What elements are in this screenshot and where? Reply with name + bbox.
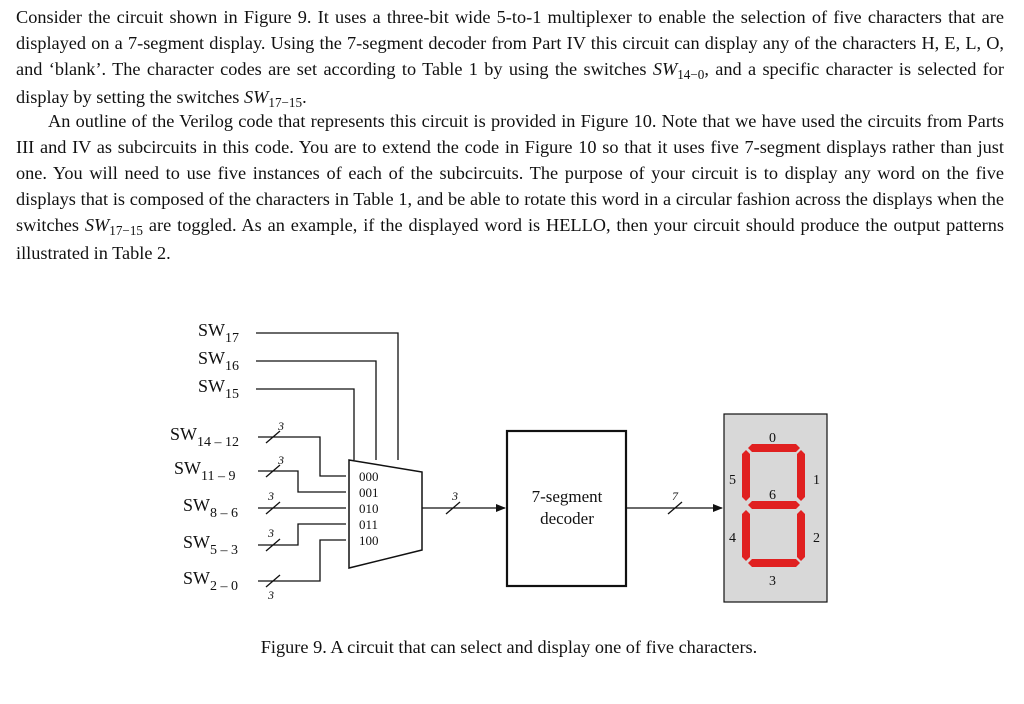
segment-2 <box>797 510 805 561</box>
mux-code: 000 <box>359 469 379 484</box>
p2-text-2: are toggled. As an example, if the displ… <box>16 215 1005 263</box>
segment-5 <box>742 450 750 501</box>
paragraph-1: Consider the circuit shown in Figure 9. … <box>16 4 1004 112</box>
mux-code: 010 <box>359 501 379 516</box>
segment-3 <box>748 559 800 567</box>
p2-switch-subscript: 17−15 <box>109 223 143 239</box>
figure-caption-text: Figure 9. A circuit that can select and … <box>260 637 758 657</box>
p1-switch-subscript-b: 17−15 <box>268 95 303 111</box>
segment-4 <box>742 510 750 561</box>
p2-text-1: An outline of the Verilog code that repr… <box>16 111 1004 235</box>
p1-text-2: , and a specific character is selected f… <box>16 59 1004 107</box>
p1-switch-symbol-a: SW <box>652 59 678 79</box>
segment-label-2: 2 <box>813 531 820 546</box>
data-switch-label-8-6: SW8 – 6 <box>183 495 238 521</box>
bus-width-label: 3 <box>277 419 284 433</box>
select-switch-labels: SW17 SW16 SW15 <box>198 320 239 402</box>
decoder-label: 7-segment <box>532 487 603 506</box>
segment-0 <box>748 444 800 452</box>
mux-code: 100 <box>359 533 379 548</box>
data-switch-labels: SW14 – 12 SW11 – 9 SW8 – 6 SW5 – 3 SW2 –… <box>170 424 239 594</box>
segment-label-6: 6 <box>769 488 776 503</box>
segment-label-0: 0 <box>769 431 776 446</box>
segment-1 <box>797 450 805 501</box>
p2-switch-symbol: SW <box>84 215 110 235</box>
segment-label-5: 5 <box>729 473 736 488</box>
mux-code: 001 <box>359 485 379 500</box>
bus-width-markers <box>265 430 683 588</box>
data-switch-label-14-12: SW14 – 12 <box>170 424 239 450</box>
select-switch-label-16: SW16 <box>198 348 239 374</box>
bus-width-label: 3 <box>267 588 274 602</box>
mux-code: 011 <box>359 517 378 532</box>
bus-width-label: 3 <box>277 453 284 467</box>
figure-caption: Figure 9. A circuit that can select and … <box>0 637 1024 658</box>
p1-switch-symbol-b: SW <box>243 87 269 107</box>
circuit-diagram: SW17 SW16 SW15 SW14 – 12 SW11 – 9 SW8 – … <box>170 320 828 603</box>
data-switch-label-11-9: SW11 – 9 <box>174 458 235 484</box>
p1-text-1: Consider the circuit shown in Figure 9. … <box>16 7 1004 79</box>
bus-width-label: 3 <box>267 526 274 540</box>
p1-text-3: . <box>302 87 307 107</box>
mux-input-codes: 000 001 010 011 100 <box>359 469 379 548</box>
segment-label-3: 3 <box>769 574 776 589</box>
decoder-label: decoder <box>540 509 594 528</box>
segment-label-1: 1 <box>813 473 820 488</box>
select-switch-label-15: SW15 <box>198 376 239 402</box>
p1-switch-subscript-a: 14−0 <box>677 67 705 83</box>
data-switch-label-5-3: SW5 – 3 <box>183 532 238 558</box>
decoder-output-width-label: 7 <box>672 489 679 503</box>
multiplexer <box>348 459 423 569</box>
data-switch-label-2-0: SW2 – 0 <box>183 568 238 594</box>
display-segments <box>742 444 805 567</box>
bus-width-label: 3 <box>267 489 274 503</box>
paragraph-2: An outline of the Verilog code that repr… <box>16 108 1004 266</box>
select-lines <box>256 332 399 460</box>
select-switch-label-17: SW17 <box>198 320 239 346</box>
mux-output-width-label: 3 <box>451 489 458 503</box>
segment-label-4: 4 <box>729 531 736 546</box>
segment-6 <box>748 501 800 509</box>
